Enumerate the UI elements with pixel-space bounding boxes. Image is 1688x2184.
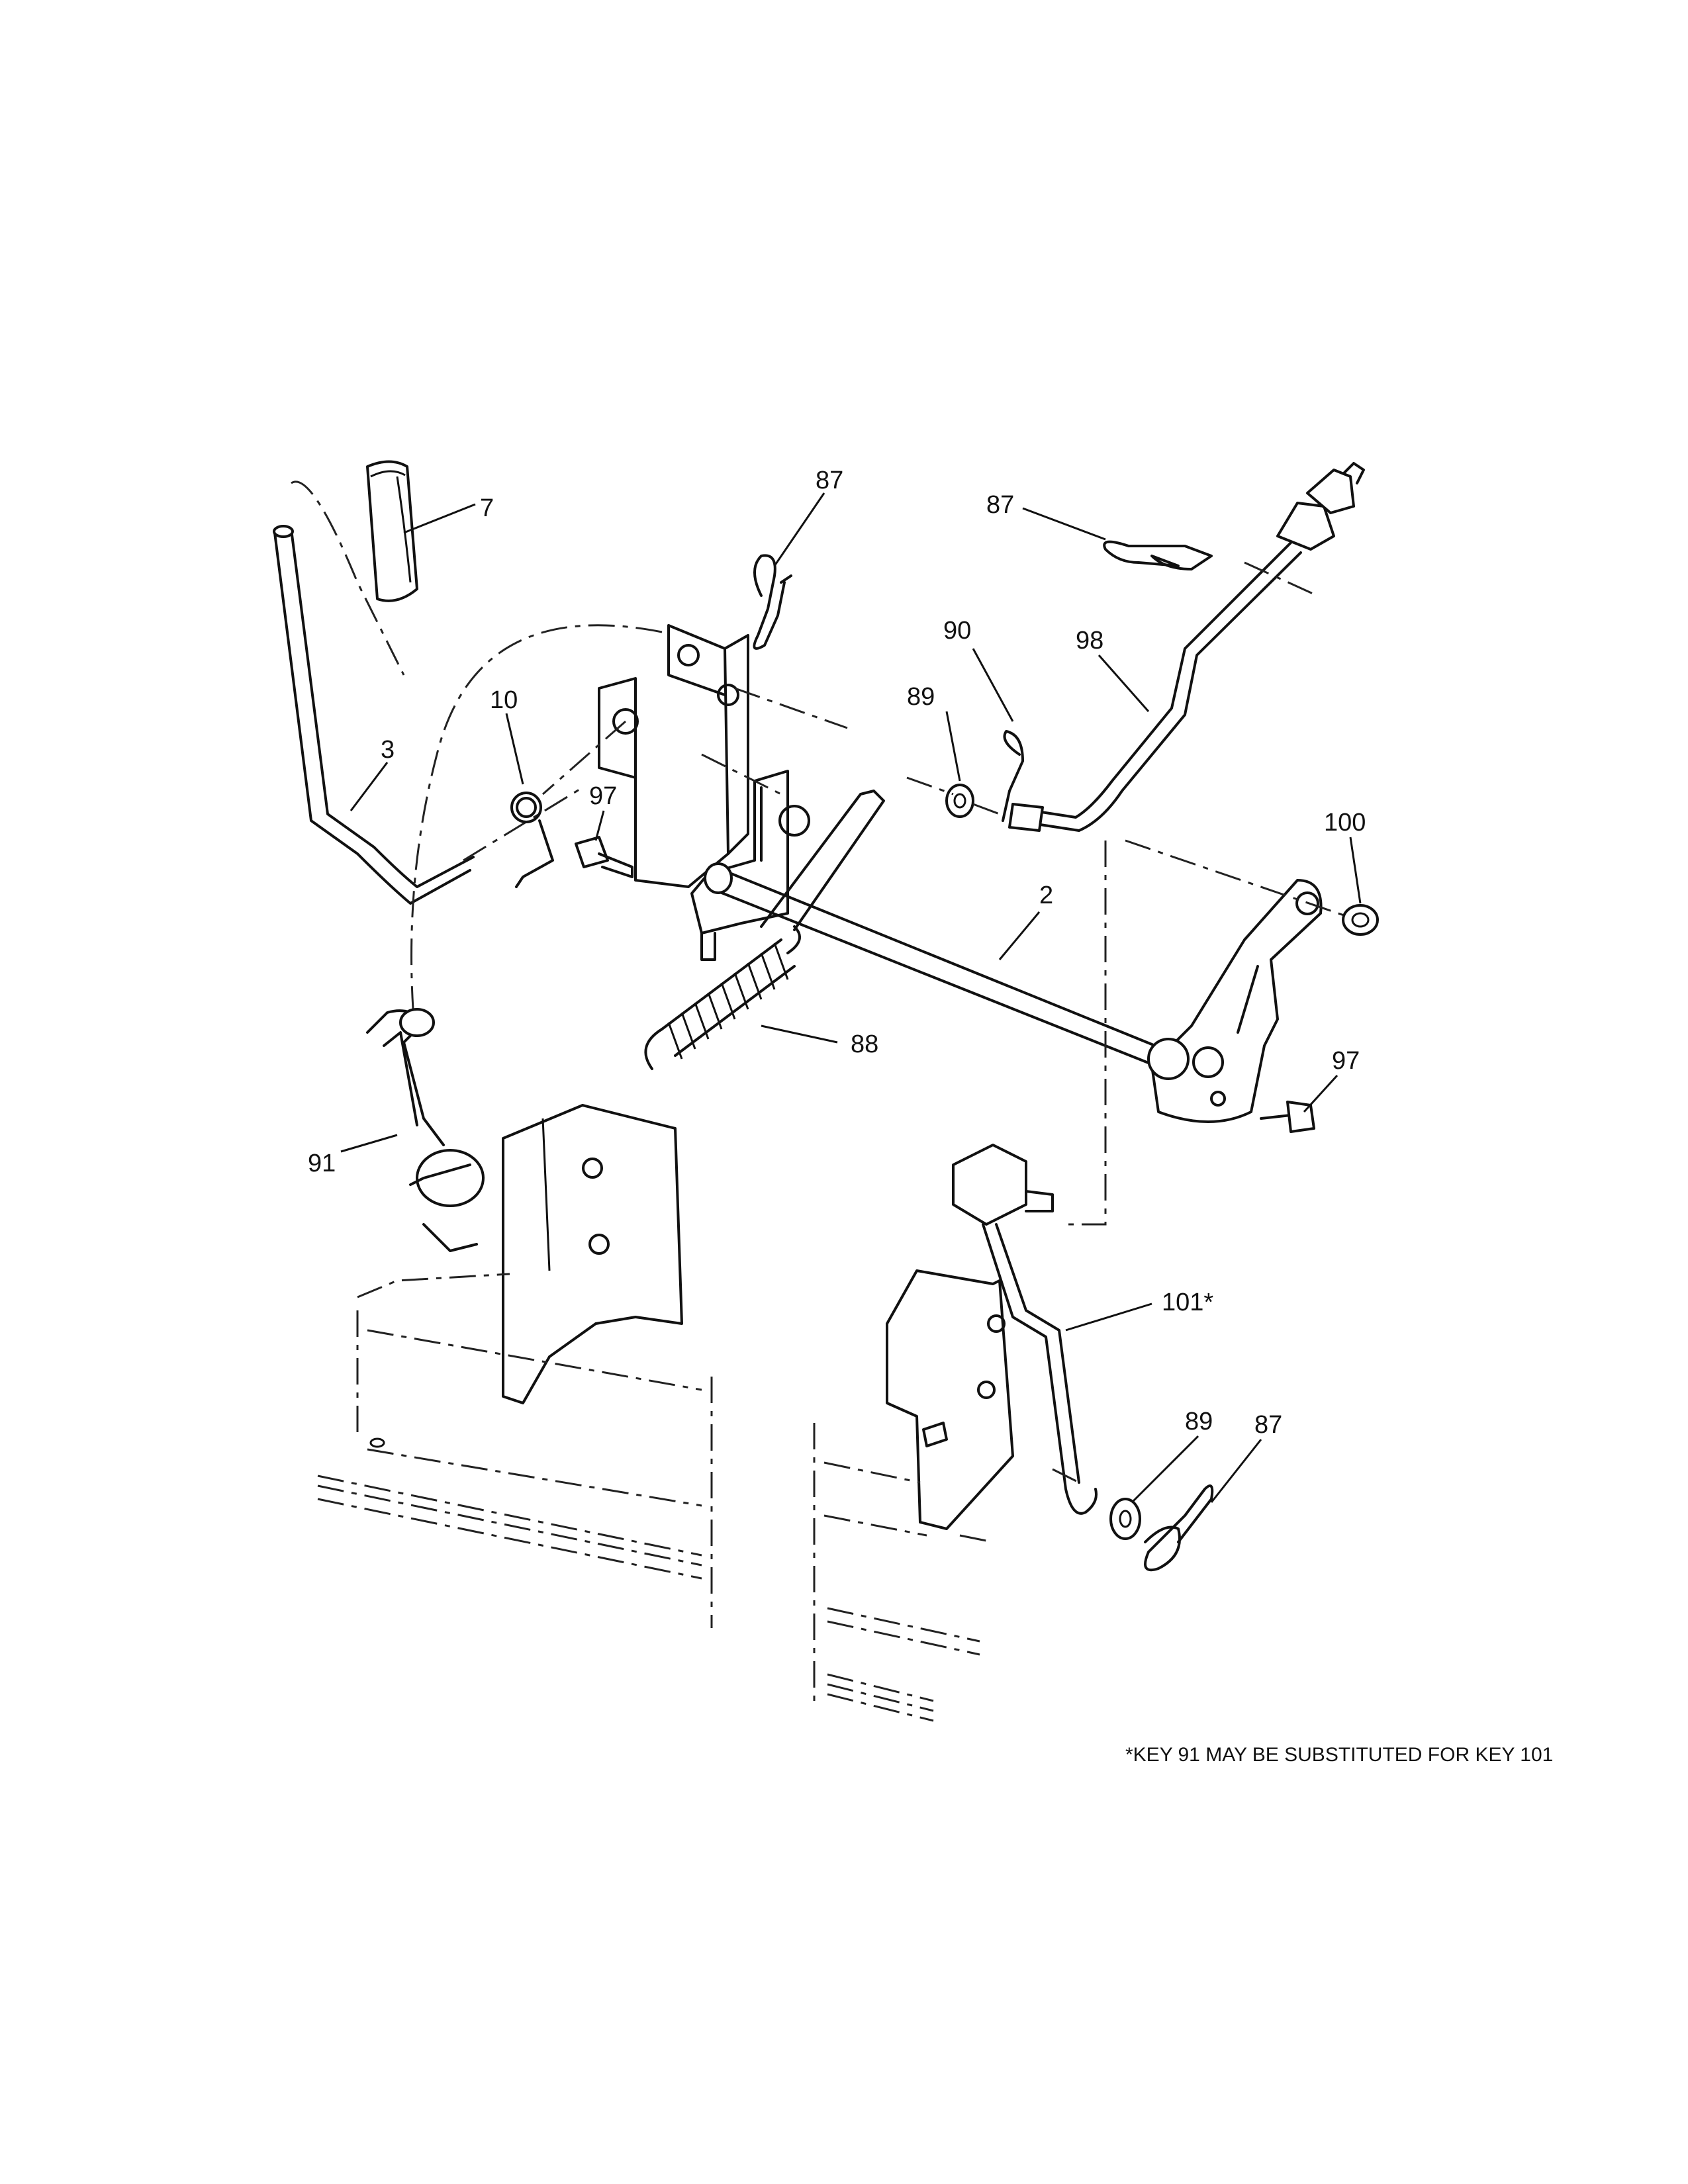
- washer-top: [906, 776, 1000, 818]
- torsion-spring: [510, 792, 554, 888]
- callout-88: 88: [851, 1030, 878, 1058]
- callout-98: 98: [1076, 627, 1103, 655]
- washer-bottom: [1109, 1498, 1141, 1540]
- nut-100: [1342, 904, 1379, 936]
- callout-2: 2: [1039, 882, 1053, 909]
- leader-lines: [340, 492, 1362, 1504]
- deck-outline-right: [813, 1423, 994, 1722]
- callout-7: 7: [480, 494, 494, 522]
- lift-link-right: [952, 1144, 1098, 1515]
- lift-shaft: [704, 862, 1156, 1067]
- deck-bracket-left: [502, 1104, 683, 1404]
- alignment-line: [291, 480, 405, 676]
- bolt-top: [575, 836, 633, 878]
- cotter-pin-bottom: [1144, 1484, 1214, 1572]
- callout-87-c: 87: [1254, 1411, 1282, 1439]
- callout-89-b: 89: [1185, 1408, 1213, 1435]
- callout-10: 10: [490, 686, 518, 714]
- lift-handle: [273, 525, 475, 905]
- handle-grip: [366, 460, 418, 602]
- hair-pin: [1002, 730, 1024, 822]
- extension-spring: [644, 925, 801, 1070]
- footnote: *KEY 91 MAY BE SUBSTITUTED FOR KEY 101: [1125, 1744, 1554, 1766]
- deck-bracket-right: [886, 1269, 1014, 1530]
- wire-link: [760, 790, 885, 931]
- callout-97-top: 97: [589, 782, 617, 810]
- right-lift-arm: [1125, 839, 1378, 1123]
- deck-outline-left: [317, 1273, 713, 1628]
- callout-89-a: 89: [907, 683, 935, 711]
- adjustment-rod: [1008, 462, 1365, 832]
- callout-101: 101*: [1162, 1289, 1213, 1316]
- callout-90: 90: [943, 617, 971, 645]
- callout-91: 91: [308, 1150, 336, 1177]
- mounting-bracket: [542, 624, 848, 888]
- callout-87-a: 87: [816, 467, 843, 494]
- cotter-pin-right: [1103, 540, 1213, 570]
- callout-87-b: 87: [986, 491, 1014, 519]
- callout-3: 3: [381, 736, 395, 764]
- cotter-pin-top: [753, 554, 792, 650]
- callout-100: 100: [1324, 809, 1366, 837]
- bolt-right: [1260, 1101, 1315, 1133]
- callout-97-right: 97: [1332, 1047, 1360, 1075]
